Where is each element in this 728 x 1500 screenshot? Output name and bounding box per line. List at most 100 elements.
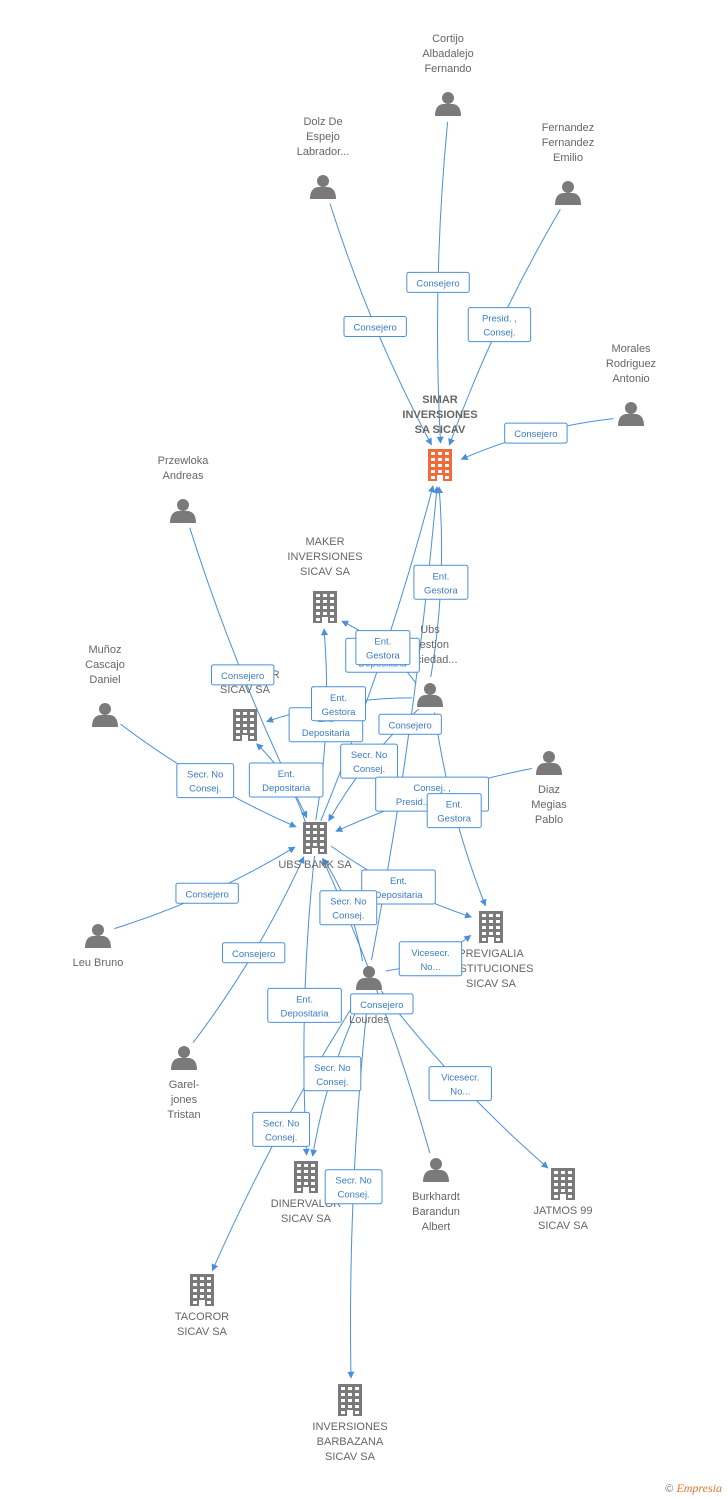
edge-label[interactable]: Ent.Gestora: [426, 793, 482, 829]
edge-label-box[interactable]: [378, 713, 442, 735]
edge-label[interactable]: Presid. ,Consej.: [467, 307, 532, 343]
edge-label-box[interactable]: [267, 987, 342, 1023]
building-icon[interactable]: [551, 1168, 575, 1200]
person-icon[interactable]: [423, 1158, 449, 1182]
edge-label-text: Consej.: [265, 1132, 297, 1143]
building-icon-window: [431, 458, 435, 461]
building-icon-window: [243, 724, 247, 727]
node-leu[interactable]: Leu Bruno: [73, 924, 124, 969]
edge-label-box[interactable]: [413, 564, 469, 600]
edge-label[interactable]: Consejero: [504, 422, 568, 444]
person-icon[interactable]: [170, 499, 196, 523]
edge-label-box[interactable]: [426, 793, 482, 829]
person-icon[interactable]: [536, 751, 562, 775]
edge-label-box[interactable]: [303, 1056, 362, 1092]
edge-label[interactable]: Consejero: [175, 882, 239, 904]
building-icon[interactable]: [313, 591, 337, 623]
edge-label[interactable]: Vicesecr.No...: [398, 941, 463, 977]
edge-label[interactable]: Ent.Depositaria: [248, 762, 324, 798]
building-icon-window: [355, 1405, 359, 1408]
edge-label[interactable]: Consejero: [406, 271, 470, 293]
node-ubsbank[interactable]: UBS BANK SA: [278, 822, 352, 871]
person-icon[interactable]: [618, 402, 644, 426]
edge-label-box[interactable]: [210, 664, 275, 686]
brand-logo[interactable]: Empresia: [676, 1481, 722, 1495]
edge-label-text: Consej.: [316, 1077, 348, 1088]
building-icon[interactable]: [428, 449, 452, 481]
edge-label[interactable]: Consejero: [350, 993, 414, 1015]
building-icon-window: [431, 464, 435, 467]
edge-label[interactable]: Ent.Depositaria: [267, 987, 342, 1023]
person-icon[interactable]: [310, 175, 336, 199]
building-icon[interactable]: [294, 1161, 318, 1193]
person-icon-body: [536, 763, 562, 775]
edge-label-box[interactable]: [504, 422, 568, 444]
person-icon[interactable]: [555, 181, 581, 205]
person-icon[interactable]: [356, 966, 382, 990]
edge-label-box[interactable]: [324, 1169, 383, 1205]
edge-label-box[interactable]: [467, 307, 532, 343]
edge-label-box[interactable]: [343, 315, 407, 337]
building-icon-window: [316, 606, 320, 609]
edge-label[interactable]: Consejero: [378, 713, 442, 735]
edge-label-box[interactable]: [175, 882, 239, 904]
edge-label-text: Gestora: [437, 814, 472, 825]
edge-label-box[interactable]: [176, 763, 235, 799]
edge-label[interactable]: Ent.Gestora: [355, 630, 411, 666]
edge-label-box[interactable]: [355, 630, 411, 666]
person-icon[interactable]: [435, 92, 461, 116]
edge-label[interactable]: Ent.Gestora: [413, 564, 469, 600]
edge-label-box[interactable]: [350, 993, 414, 1015]
edge-label-box[interactable]: [428, 1066, 492, 1102]
edge-label-box[interactable]: [406, 271, 470, 293]
person-icon[interactable]: [417, 683, 443, 707]
edge-label[interactable]: Consejero: [210, 664, 275, 686]
person-icon[interactable]: [85, 924, 111, 948]
person-icon[interactable]: [92, 703, 118, 727]
edge-label-box[interactable]: [340, 743, 398, 779]
person-icon[interactable]: [171, 1046, 197, 1070]
edge-label-box[interactable]: [311, 686, 367, 722]
edge-label-box[interactable]: [398, 941, 463, 977]
edge-label[interactable]: Ent.Depositaria: [361, 869, 436, 905]
edge-label-box[interactable]: [248, 762, 324, 798]
node-label: Labrador...: [297, 146, 350, 158]
building-icon[interactable]: [303, 822, 327, 854]
building-icon[interactable]: [233, 709, 257, 741]
building-icon[interactable]: [190, 1274, 214, 1306]
node-dolz[interactable]: Dolz DeEspejoLabrador...: [297, 116, 350, 199]
edge-label-box[interactable]: [252, 1111, 311, 1147]
building-icon[interactable]: [479, 911, 503, 943]
edge-label[interactable]: Vicesecr.No...: [428, 1066, 492, 1102]
edge-label-box[interactable]: [221, 942, 286, 964]
building-icon[interactable]: [338, 1384, 362, 1416]
edge-label[interactable]: Ent.Gestora: [311, 686, 367, 722]
building-icon-door: [199, 1300, 205, 1306]
edge-label-box[interactable]: [361, 869, 436, 905]
building-icon-window: [316, 594, 320, 597]
edge-label[interactable]: Consejero: [343, 315, 407, 337]
edge-label-box[interactable]: [319, 890, 378, 926]
edge-label[interactable]: Consejero: [221, 942, 286, 964]
